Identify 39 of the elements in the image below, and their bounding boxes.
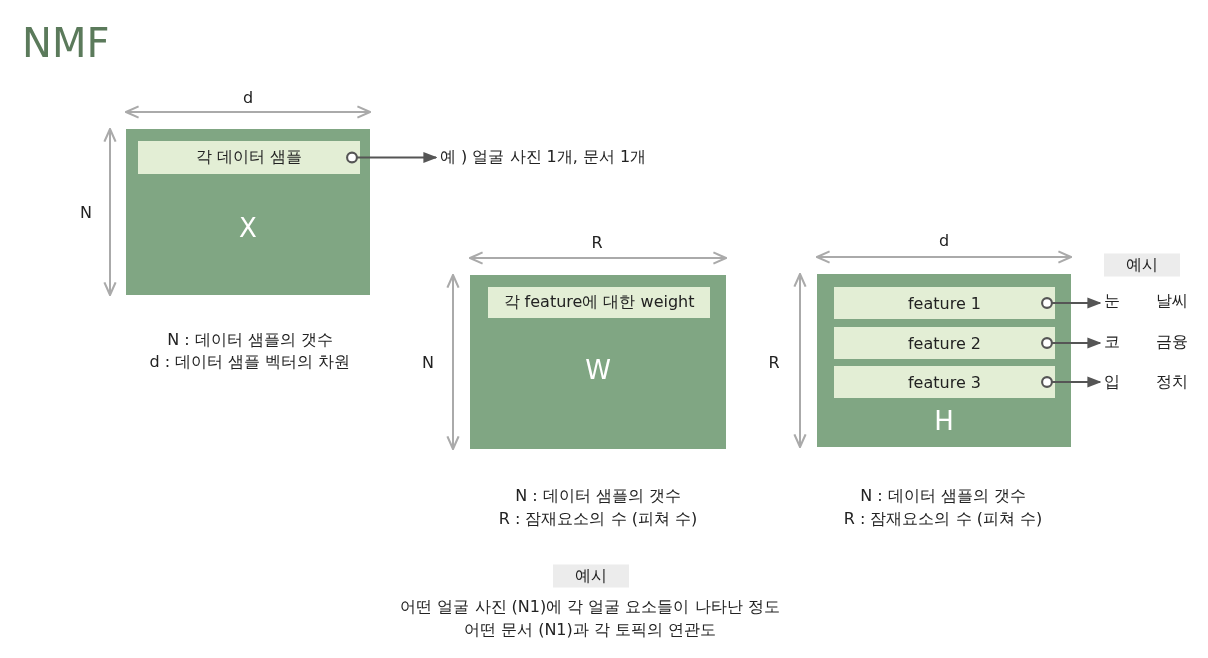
- label-text: 어떤 얼굴 사진 (N1)에 각 얼굴 요소들이 나타난 정도: [400, 596, 780, 618]
- label-text: N : 데이터 샘플의 갯수: [860, 485, 1026, 507]
- arrow: [1041, 376, 1102, 388]
- label-text: R : 잠재요소의 수 (피쳐 수): [843, 508, 1043, 530]
- row-box: feature 3: [834, 366, 1055, 398]
- label-text: N: [422, 352, 434, 372]
- label-text: 정치: [1156, 371, 1188, 393]
- row-box: 각 데이터 샘플: [138, 141, 360, 174]
- label-text: N : 데이터 샘플의 갯수: [167, 329, 333, 351]
- label-text: d: [938, 230, 950, 250]
- label-text: R: [768, 352, 780, 372]
- label-text: d: [242, 87, 254, 107]
- label-text: 금융: [1156, 331, 1188, 353]
- row-box: 각 feature에 대한 weight: [488, 287, 710, 318]
- annotation-text: 예 ) 얼굴 사진 1개, 문서 1개: [440, 147, 647, 168]
- label-text: d : 데이터 샘플 벡터의 차원: [149, 351, 351, 373]
- matrix-label: X: [239, 213, 257, 243]
- annotation-text: 입: [1104, 372, 1120, 393]
- annotation-text: 눈: [1104, 291, 1120, 312]
- matrix-box: [817, 274, 1071, 447]
- row-box: feature 1: [834, 287, 1055, 319]
- label-text: R : 잠재요소의 수 (피쳐 수): [498, 508, 698, 530]
- title: NMF: [22, 20, 110, 66]
- annotation-text: 코: [1104, 332, 1120, 353]
- matrix-box: [126, 129, 370, 295]
- label-text: R: [591, 232, 603, 252]
- arrow: [1041, 297, 1102, 309]
- matrix-label: W: [585, 355, 611, 385]
- matrix-label: H: [934, 406, 954, 436]
- example-tag: 예시: [1104, 253, 1180, 277]
- matrix-box: [470, 275, 726, 449]
- label-text: N: [80, 202, 92, 222]
- row-box: feature 2: [834, 327, 1055, 359]
- label-text: N : 데이터 샘플의 갯수: [515, 485, 681, 507]
- arrow: [1041, 337, 1102, 349]
- label-text: 어떤 문서 (N1)과 각 토픽의 연관도: [463, 619, 717, 641]
- example-tag: 예시: [553, 564, 629, 588]
- arrow: [346, 151, 438, 164]
- label-text: 날씨: [1156, 290, 1188, 312]
